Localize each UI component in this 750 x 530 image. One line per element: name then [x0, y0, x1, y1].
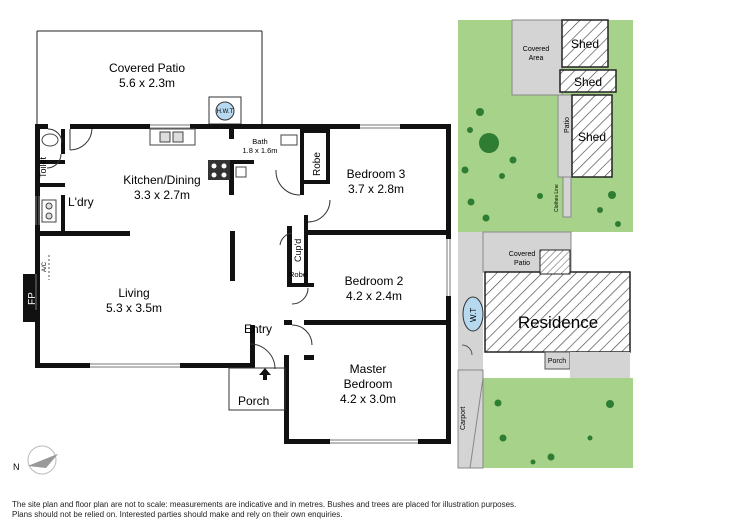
hot-water-tank-icon [215, 101, 235, 121]
floor-plan: H.W.T [13, 30, 451, 475]
residence [484, 271, 631, 353]
water-tank-icon [462, 296, 484, 332]
carport [457, 369, 484, 469]
door-swings [46, 128, 331, 370]
master-size: 4.2 x 3.0m [340, 392, 396, 406]
kitchen-name: Kitchen/Dining [123, 173, 200, 187]
bath-name: Bath [252, 137, 267, 146]
kitchen-size: 3.3 x 2.7m [134, 188, 190, 202]
laundry-label: L'dry [68, 195, 94, 209]
walls [35, 124, 451, 444]
stove-icon [208, 160, 230, 180]
shed-3 [571, 94, 613, 178]
lawn-front [483, 378, 633, 468]
bedroom3-size: 3.7 x 2.8m [348, 182, 404, 196]
fireplace-label: FP [27, 292, 38, 305]
patio-strip [557, 94, 573, 178]
master-name-2: Bedroom [344, 377, 393, 391]
disclaimer-line-1: The site plan and floor plan are not to … [12, 500, 517, 509]
toilet-label: Toilet [38, 156, 48, 178]
bedroom2-size: 4.2 x 2.4m [346, 289, 402, 303]
patio-label: Patio [564, 117, 571, 133]
master-name: Master [350, 362, 387, 376]
covered-patio-size: 5.6 x 2.3m [119, 76, 175, 90]
covered-patio-area [36, 30, 263, 124]
robe-label: Robe [312, 152, 323, 176]
shed-1 [561, 19, 609, 68]
entry-arrow-icon [259, 368, 271, 380]
cupd-label: Cup'd [293, 239, 303, 262]
ac-label: A/C [42, 261, 48, 272]
entry-label: Entry [244, 322, 272, 336]
compass-north-label: N [13, 462, 20, 472]
robe2-label: Robe [289, 270, 307, 279]
covered-area-label-1: Covered [523, 46, 550, 53]
residence-label: Residence [518, 313, 598, 332]
bedroom3-name: Bedroom 3 [347, 167, 406, 181]
shed-3-label: Shed [578, 130, 606, 144]
site-plan: Covered Area Patio Shed Shed Shed Clothe… [457, 19, 633, 469]
disclaimer-line-2: Plans should not be relied on. Intereste… [12, 510, 343, 519]
site-porch-label: Porch [548, 358, 566, 365]
clothes-line-label: Clothes Line [554, 184, 560, 212]
kitchen-fixtures [41, 128, 298, 223]
carport-label: Carport [460, 407, 467, 430]
shed-2 [559, 69, 617, 93]
site-covered-patio-label-1: Covered [509, 251, 536, 258]
disclaimer: The site plan and floor plan are not to … [12, 500, 742, 520]
trees [461, 108, 621, 465]
covered-area-label-2: Area [529, 55, 544, 62]
living-size: 5.3 x 3.5m [106, 301, 162, 315]
bath-size: 1.8 x 1.6m [242, 146, 277, 155]
clothes-line [562, 176, 572, 218]
windows [35, 124, 451, 444]
shed-2-label: Shed [574, 75, 602, 89]
shed-1-label: Shed [571, 37, 599, 51]
site-covered-patio-label-2: Patio [514, 260, 530, 267]
bedroom2-name: Bedroom 2 [345, 274, 404, 288]
hwt-label: H.W.T [217, 109, 234, 115]
porch-label: Porch [238, 394, 269, 408]
living-name: Living [118, 286, 149, 300]
wt-label: W.T [469, 308, 478, 322]
covered-patio-name: Covered Patio [109, 61, 185, 75]
compass: N [13, 445, 58, 475]
